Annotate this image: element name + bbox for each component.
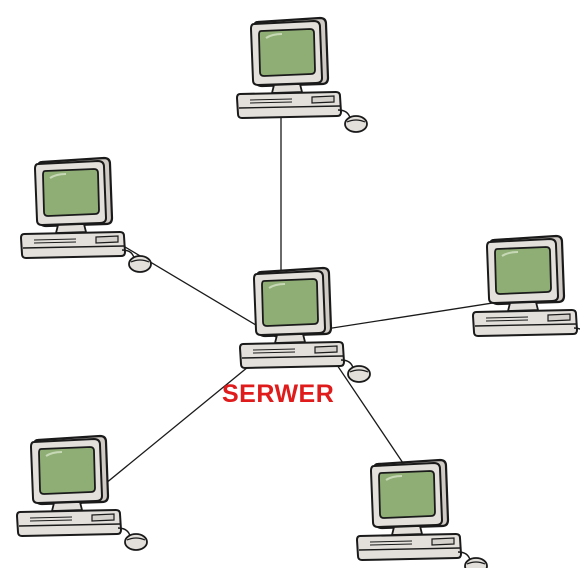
link-server-client-left	[99, 231, 282, 341]
computer-icon-client-left	[19, 156, 153, 274]
link-server-client-bottom-right	[334, 361, 406, 467]
computer-icon-client-bottom-right	[355, 458, 489, 568]
server-label: SERWER	[222, 380, 335, 408]
computer-icon-client-top	[235, 16, 369, 134]
computer-icon-client-bottom-left	[15, 434, 149, 552]
computer-icon-client-right	[471, 234, 580, 352]
